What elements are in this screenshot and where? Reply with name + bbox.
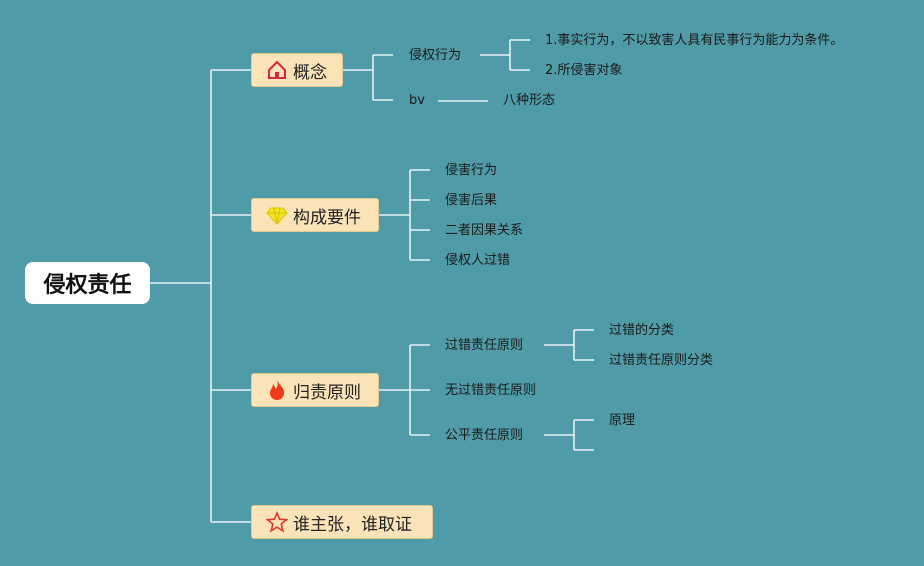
fire-icon — [266, 379, 288, 401]
topic-fault[interactable]: 侵权人过错 — [445, 253, 511, 268]
topic-fair-liability[interactable]: 公平责任原则 — [445, 428, 524, 443]
topic-fault-classification[interactable]: 过错的分类 — [609, 323, 675, 338]
diamond-icon — [266, 204, 288, 226]
branch-label: 谁主张，谁取证 — [293, 514, 412, 535]
topic-eight-forms[interactable]: 八种形态 — [503, 93, 556, 108]
branch-burden-of-proof[interactable]: 谁主张，谁取证 — [251, 505, 433, 539]
house-icon — [266, 59, 288, 81]
branch-label: 归责原则 — [293, 382, 361, 403]
topic-infringing-act[interactable]: 侵害行为 — [445, 163, 498, 178]
topic-fact-act[interactable]: 1.事实行为，不以致害人具有民事行为能力为条件。 — [545, 33, 844, 48]
branch-concept[interactable]: 概念 — [251, 53, 343, 87]
topic-rationale[interactable]: 原理 — [609, 413, 636, 428]
topic-bv[interactable]: bv — [409, 93, 425, 108]
root-label: 侵权责任 — [43, 273, 132, 298]
branch-label: 概念 — [293, 62, 327, 83]
branch-label: 构成要件 — [293, 207, 361, 228]
topic-fault-principle-classification[interactable]: 过错责任原则分类 — [609, 353, 714, 368]
topic-tort-act[interactable]: 侵权行为 — [409, 48, 462, 63]
topic-no-fault-liability[interactable]: 无过错责任原则 — [445, 383, 537, 398]
topic-infringed-object[interactable]: 2.所侵害对象 — [545, 63, 623, 78]
topic-damage-result[interactable]: 侵害后果 — [445, 193, 498, 208]
branch-liability-principles[interactable]: 归责原则 — [251, 373, 379, 407]
root-topic[interactable]: 侵权责任 — [25, 262, 150, 304]
topic-causation[interactable]: 二者因果关系 — [445, 223, 524, 238]
topic-fault-liability[interactable]: 过错责任原则 — [445, 338, 524, 353]
star-icon — [266, 511, 288, 533]
branch-elements[interactable]: 构成要件 — [251, 198, 379, 232]
